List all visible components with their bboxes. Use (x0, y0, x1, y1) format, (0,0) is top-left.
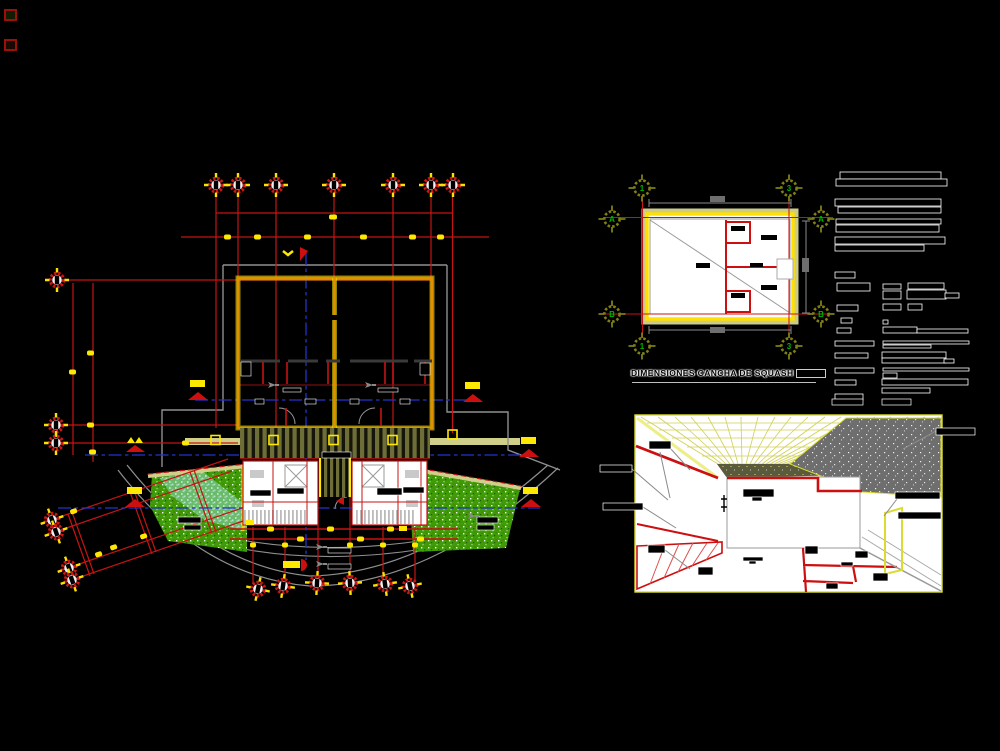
wall-gauge (721, 495, 727, 512)
court-dim-text-redacted (330, 226, 777, 320)
bubble-label: 1 (640, 184, 645, 193)
left-wall-tin (636, 541, 723, 591)
north-marker (282, 247, 308, 261)
garden-areas (147, 463, 522, 552)
diagram-grid-bubbles: 1 3 A A B B 1 3 (597, 173, 836, 361)
floor-plan (35, 171, 561, 605)
leader-lines (631, 430, 937, 570)
court-diagram-title-text: DIMENSIONES CANCHA DE SQUASH (631, 368, 794, 378)
bubble-label: 3 (787, 184, 792, 193)
squash-court-dimensions-diagram: 1 3 A A B B 1 3 (330, 173, 836, 361)
left-wall-board-line (636, 523, 719, 542)
bubble-label: B (609, 310, 615, 319)
page-corner-icon (4, 39, 17, 51)
right-wall (859, 506, 942, 592)
bubble-label: B (818, 310, 824, 319)
bubble-label: 3 (787, 342, 792, 351)
court-door (776, 258, 794, 280)
squash-court-walls (235, 275, 435, 431)
grid-tick-marks (69, 214, 444, 558)
left-wall-out-line (635, 444, 719, 480)
diagram-grid-lines (604, 196, 833, 338)
bubble-label: 1 (640, 342, 645, 351)
court-diagram-title: DIMENSIONES CANCHA DE SQUASH (631, 368, 826, 382)
grid-bubbles-top (202, 171, 467, 199)
ceiling-edge (636, 416, 719, 480)
level-markers (125, 380, 541, 571)
notes-text-block (834, 171, 970, 401)
perspective-view (599, 398, 976, 593)
plan-text-redacted (177, 361, 499, 570)
grid-bubbles-bottom (242, 568, 426, 605)
bubble-label: A (818, 215, 824, 224)
front-wall (726, 476, 861, 549)
scale-text-redacted (797, 370, 826, 378)
wall-top-band (717, 464, 846, 478)
view-labels-redacted (599, 398, 976, 590)
bubble-label: A (609, 215, 615, 224)
dimension-text-redacted (710, 196, 809, 333)
front-wall-outline (727, 476, 862, 493)
page-corner-icon (4, 9, 17, 21)
restroom-right (351, 460, 428, 531)
